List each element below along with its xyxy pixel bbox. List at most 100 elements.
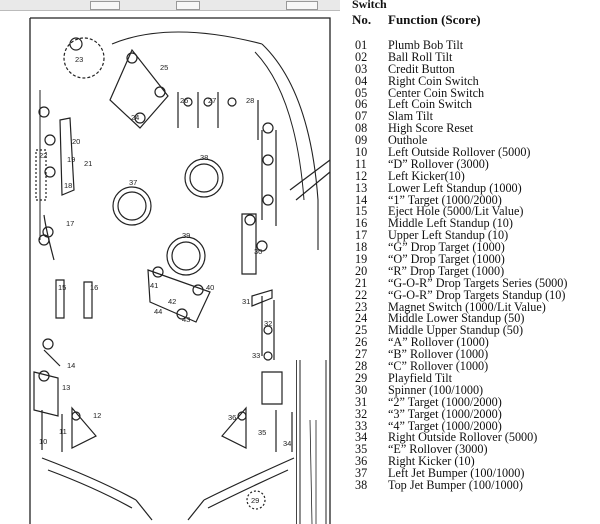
switch-function: Left Coin Switch	[388, 97, 472, 112]
switch-function: Magnet Switch (1000/Lit Value)	[388, 299, 546, 314]
switch-number: 12	[355, 168, 368, 183]
switch-function: “3” Target (1000/2000)	[388, 406, 502, 421]
switch-number: 21	[355, 275, 368, 290]
switch-function: “D” Rollover (3000)	[388, 156, 489, 171]
switch-number: 06	[355, 97, 368, 112]
switch-function: Slam Tilt	[388, 109, 434, 124]
switch-function: “G-O-R” Drop Targets Series (5000)	[388, 275, 568, 290]
callout-37: 37	[129, 178, 137, 187]
switch-function: “C” Rollover (1000)	[388, 359, 489, 374]
switch-row: 11“D” Rollover (3000)	[352, 156, 600, 171]
switch-row: 23 Magnet Switch (1000/Lit Value)	[352, 299, 600, 314]
callout-43: 43	[182, 315, 190, 324]
callout-44: 44	[154, 307, 162, 316]
switch-function: “2” Target (1000/2000)	[388, 394, 502, 409]
callout-30: 30	[254, 247, 262, 256]
switch-function: Middle Lower Standup (50)	[388, 311, 525, 326]
switch-row: 20“R” Drop Target (1000)	[352, 263, 600, 278]
switch-function: Middle Left Standup (10)	[388, 216, 513, 231]
switch-function: Ball Roll Tilt	[388, 49, 453, 64]
switch-row: 26“A” Rollover (1000)	[352, 336, 600, 349]
switch-number: 16	[355, 216, 368, 231]
switch-number: 22	[355, 287, 368, 302]
callout-23: 23	[75, 55, 83, 64]
switch-number: 20	[355, 263, 368, 278]
callout-18: 18	[64, 181, 72, 190]
switch-function: Right Outside Rollover (5000)	[388, 430, 538, 445]
callout-38: 38	[200, 153, 208, 162]
switch-number: 36	[355, 454, 368, 469]
switch-number: 04	[355, 73, 368, 88]
switch-function: Spinner (100/1000)	[388, 382, 484, 397]
switch-function: “G” Drop Target (1000)	[388, 240, 505, 255]
switch-row: 19“O” Drop Target (1000)	[352, 253, 600, 266]
toolbar-field[interactable]	[90, 1, 120, 10]
switch-function: Eject Hole (5000/Lit Value)	[388, 204, 524, 219]
callout-42: 42	[168, 297, 176, 306]
switch-row: 31 “2” Target (1000/2000)	[352, 394, 600, 409]
switch-function: Outhole	[388, 133, 428, 148]
switch-number: 33	[355, 418, 368, 433]
switch-row: 06 Left Coin Switch	[352, 97, 600, 112]
switch-function: “1” Target (1000/2000)	[388, 192, 502, 207]
switch-header: Switch	[352, 0, 387, 11]
switch-function: Center Coin Switch	[388, 85, 485, 100]
switch-number: 15	[355, 204, 368, 219]
callout-19: 19	[67, 155, 75, 164]
switch-function: Right Kicker (10)	[388, 454, 475, 469]
callout-40: 40	[206, 283, 214, 292]
switch-number: 23	[355, 299, 368, 314]
switch-function: Upper Left Standup (10)	[388, 228, 509, 243]
switch-function: Left Jet Bumper (100/1000)	[388, 466, 525, 481]
switch-function: Left Kicker(10)	[388, 168, 465, 183]
switch-row: 21 “G-O-R” Drop Targets Series (5000)	[352, 275, 600, 290]
switch-number: 27	[355, 347, 368, 362]
switch-function: Credit Button	[388, 61, 455, 76]
switch-function: High Score Reset	[388, 121, 474, 136]
switch-row: 36 Right Kicker (10)	[352, 454, 600, 469]
switch-function: Middle Upper Standup (50)	[388, 323, 524, 338]
no-header: No.	[352, 12, 372, 27]
callout-29: 29	[251, 496, 259, 505]
switch-row: 02 Ball Roll Tilt	[352, 49, 600, 64]
switch-function: “4” Target (1000/2000)	[388, 418, 502, 433]
callout-13: 13	[62, 383, 70, 392]
callout-14: 14	[67, 361, 75, 370]
switch-number: 08	[355, 121, 368, 136]
switch-number: 28	[355, 359, 368, 374]
function-header: Function (Score)	[388, 12, 481, 27]
switch-number: 13	[355, 180, 368, 195]
switch-row: 27 “B” Rollover (1000)	[352, 347, 600, 362]
switch-number: 37	[355, 466, 368, 481]
switch-number: 31	[355, 394, 368, 409]
switch-row: 33 “4” Target (1000/2000)	[352, 418, 600, 433]
switch-number: 17	[355, 228, 368, 243]
callout-35: 35	[258, 428, 266, 437]
switch-row: 24 Middle Lower Standup (50)	[352, 311, 600, 326]
callout-27: 27	[208, 96, 216, 105]
toolbar-button[interactable]	[286, 1, 318, 10]
switch-number: 29	[355, 370, 368, 385]
switch-row: 09 Outhole	[352, 133, 600, 148]
switch-number: 02	[355, 49, 368, 64]
switch-number: 09	[355, 133, 368, 148]
toolbar-button[interactable]	[176, 1, 200, 10]
switch-function: Right Coin Switch	[388, 73, 479, 88]
switch-function: “B” Rollover (1000)	[388, 347, 489, 362]
switch-number: 24	[355, 311, 368, 326]
callout-20: 20	[72, 137, 80, 146]
callout-36: 36	[228, 413, 236, 422]
switch-function: “G-O-R” Drop Targets Standup (10)	[388, 287, 566, 302]
viewer-toolbar-strip	[0, 0, 340, 11]
callout-33: 33	[252, 351, 260, 360]
switch-number: 25	[355, 323, 368, 338]
callout-17: 17	[66, 219, 74, 228]
